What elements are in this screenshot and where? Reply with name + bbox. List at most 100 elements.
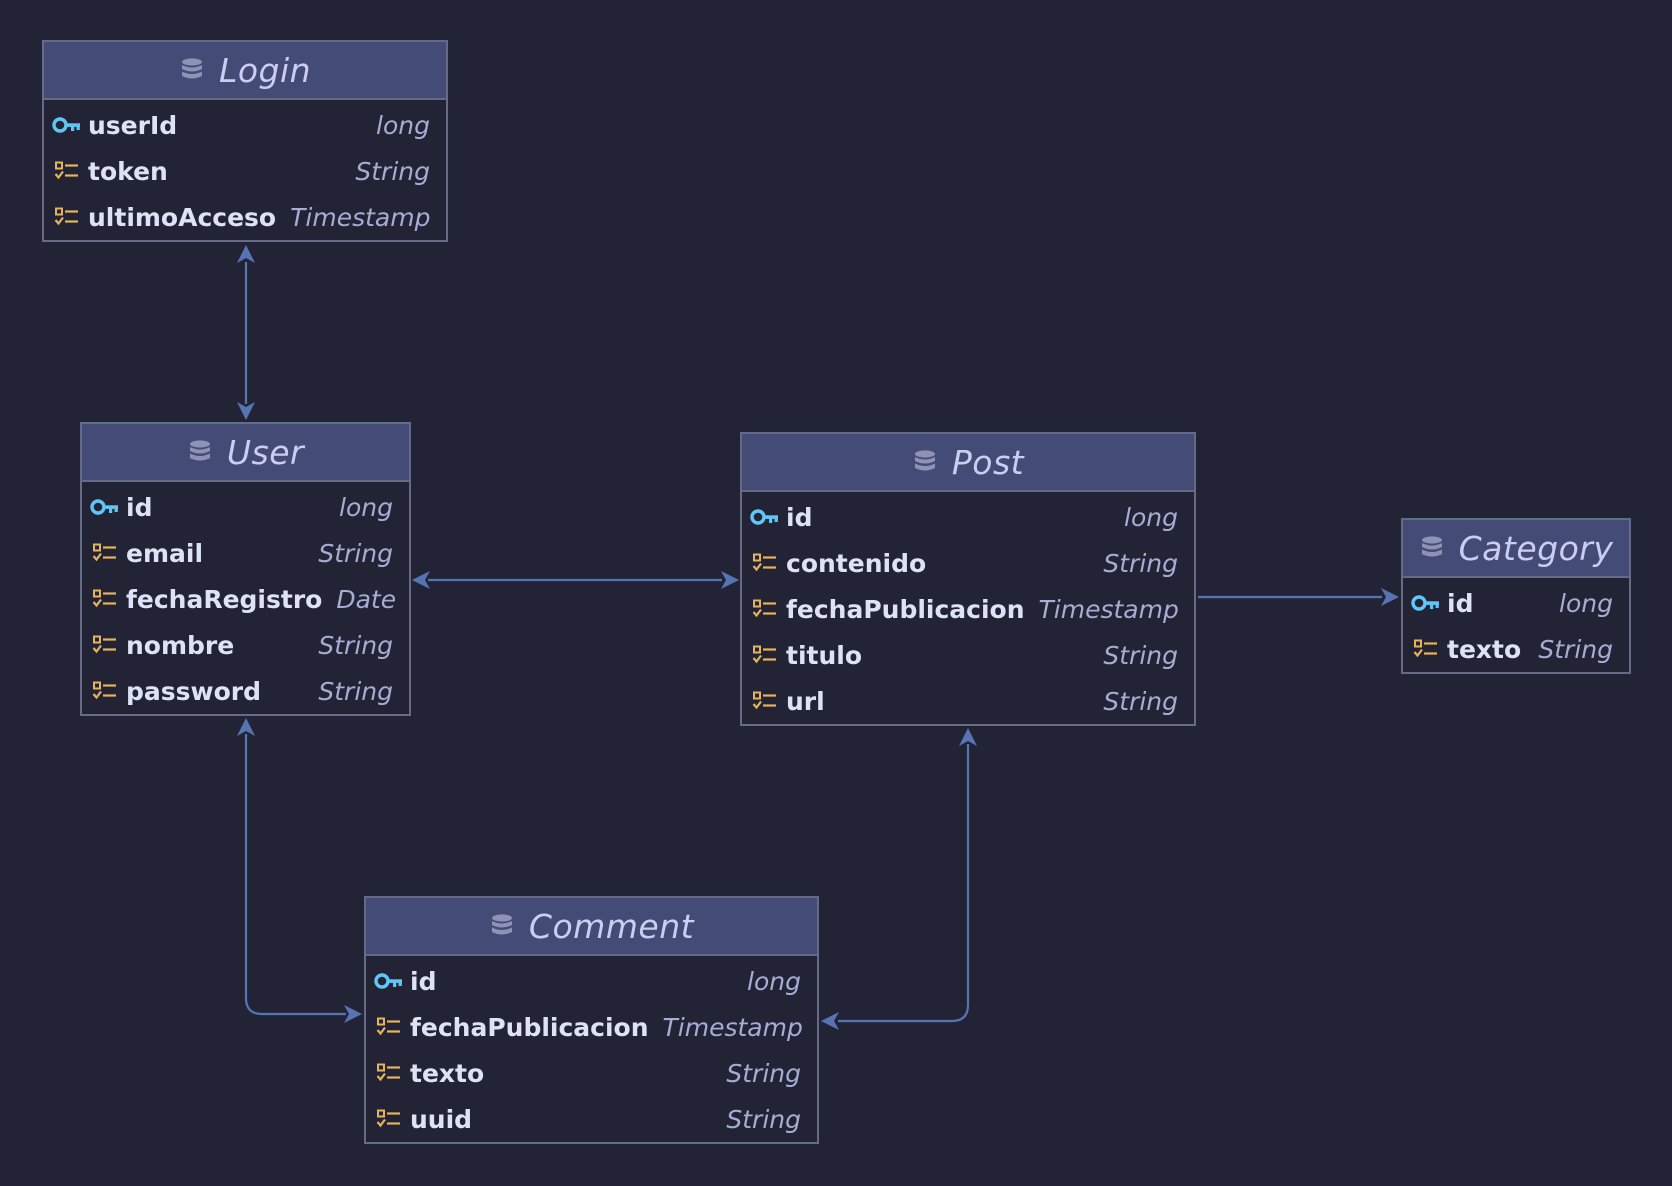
entity-header[interactable]: Comment <box>366 898 817 956</box>
entity-title: User <box>226 432 305 472</box>
database-icon <box>187 439 213 465</box>
key-icon <box>374 970 404 992</box>
field-row[interactable]: nombre String <box>82 622 409 668</box>
field-icon <box>52 160 82 182</box>
field-name: id <box>126 492 153 522</box>
entity-header[interactable]: Login <box>44 42 446 100</box>
database-icon <box>912 449 938 475</box>
field-row[interactable]: ultimoAcceso Timestamp <box>44 194 446 240</box>
entity-header[interactable]: Post <box>742 434 1194 492</box>
arrow-head <box>412 571 430 589</box>
arrow-head <box>237 718 255 736</box>
field-icon <box>374 1016 404 1038</box>
field-name: uuid <box>410 1104 473 1134</box>
field-icon <box>750 552 780 574</box>
field-name: id <box>410 966 437 996</box>
arrow-head <box>1381 588 1399 606</box>
field-icon <box>750 644 780 666</box>
entity-header[interactable]: User <box>82 424 409 482</box>
field-type: Date <box>336 584 397 614</box>
field-type: String <box>318 630 393 660</box>
field-name: titulo <box>786 640 863 670</box>
field-icon <box>90 634 120 656</box>
field-row[interactable]: titulo String <box>742 632 1194 678</box>
field-name: texto <box>410 1058 485 1088</box>
field-name: token <box>88 156 168 186</box>
field-name: userId <box>88 110 178 140</box>
field-name: password <box>126 676 262 706</box>
field-icon <box>90 542 120 564</box>
field-type: String <box>318 538 393 568</box>
field-type: String <box>355 156 430 186</box>
field-type: long <box>1124 502 1178 532</box>
field-type: String <box>318 676 393 706</box>
field-row[interactable]: fechaPublicacion Timestamp <box>742 586 1194 632</box>
field-row[interactable]: contenido String <box>742 540 1194 586</box>
field-icon <box>1411 638 1441 660</box>
field-name: contenido <box>786 548 927 578</box>
entity-title: Login <box>218 50 312 90</box>
field-name: email <box>126 538 204 568</box>
relation-user-comment <box>244 734 346 1016</box>
entity-title: Category <box>1458 528 1614 568</box>
field-type: Timestamp <box>290 202 431 232</box>
field-type: String <box>1103 686 1178 716</box>
entity-title: Comment <box>528 906 695 946</box>
field-icon <box>750 690 780 712</box>
field-row[interactable]: id long <box>1403 580 1629 626</box>
arrow-head <box>344 1005 362 1023</box>
field-icon <box>374 1108 404 1130</box>
field-name: ultimoAcceso <box>88 202 277 232</box>
field-icon <box>90 588 120 610</box>
field-name: fechaPublicacion <box>786 594 1025 624</box>
key-icon <box>90 496 120 518</box>
key-icon <box>750 506 780 528</box>
key-icon <box>1411 592 1441 614</box>
field-type: String <box>726 1058 801 1088</box>
field-icon <box>52 206 82 228</box>
database-icon <box>1419 535 1445 561</box>
key-icon <box>52 114 82 136</box>
field-type: Timestamp <box>1038 594 1179 624</box>
arrow-head <box>721 571 739 589</box>
field-row[interactable]: token String <box>44 148 446 194</box>
relation-post-comment <box>838 744 970 1023</box>
arrow-head <box>237 245 255 263</box>
field-row[interactable]: password String <box>82 668 409 714</box>
field-icon <box>750 598 780 620</box>
arrow-head <box>959 728 977 746</box>
field-type: String <box>1103 548 1178 578</box>
entity-title: Post <box>951 442 1025 482</box>
field-name: id <box>1447 588 1474 618</box>
field-row[interactable]: texto String <box>366 1050 817 1096</box>
field-icon <box>90 680 120 702</box>
entity-header[interactable]: Category <box>1403 520 1629 578</box>
database-icon <box>489 913 515 939</box>
field-row[interactable]: id long <box>366 958 817 1004</box>
field-name: id <box>786 502 813 532</box>
field-type: String <box>1103 640 1178 670</box>
field-type: String <box>1538 634 1613 664</box>
field-type: long <box>1559 588 1613 618</box>
arrow-head <box>237 402 255 420</box>
field-name: nombre <box>126 630 235 660</box>
field-type: long <box>747 966 801 996</box>
field-row[interactable]: id long <box>742 494 1194 540</box>
field-name: fechaPublicacion <box>410 1012 649 1042</box>
field-name: url <box>786 686 825 716</box>
field-row[interactable]: url String <box>742 678 1194 724</box>
field-row[interactable]: email String <box>82 530 409 576</box>
